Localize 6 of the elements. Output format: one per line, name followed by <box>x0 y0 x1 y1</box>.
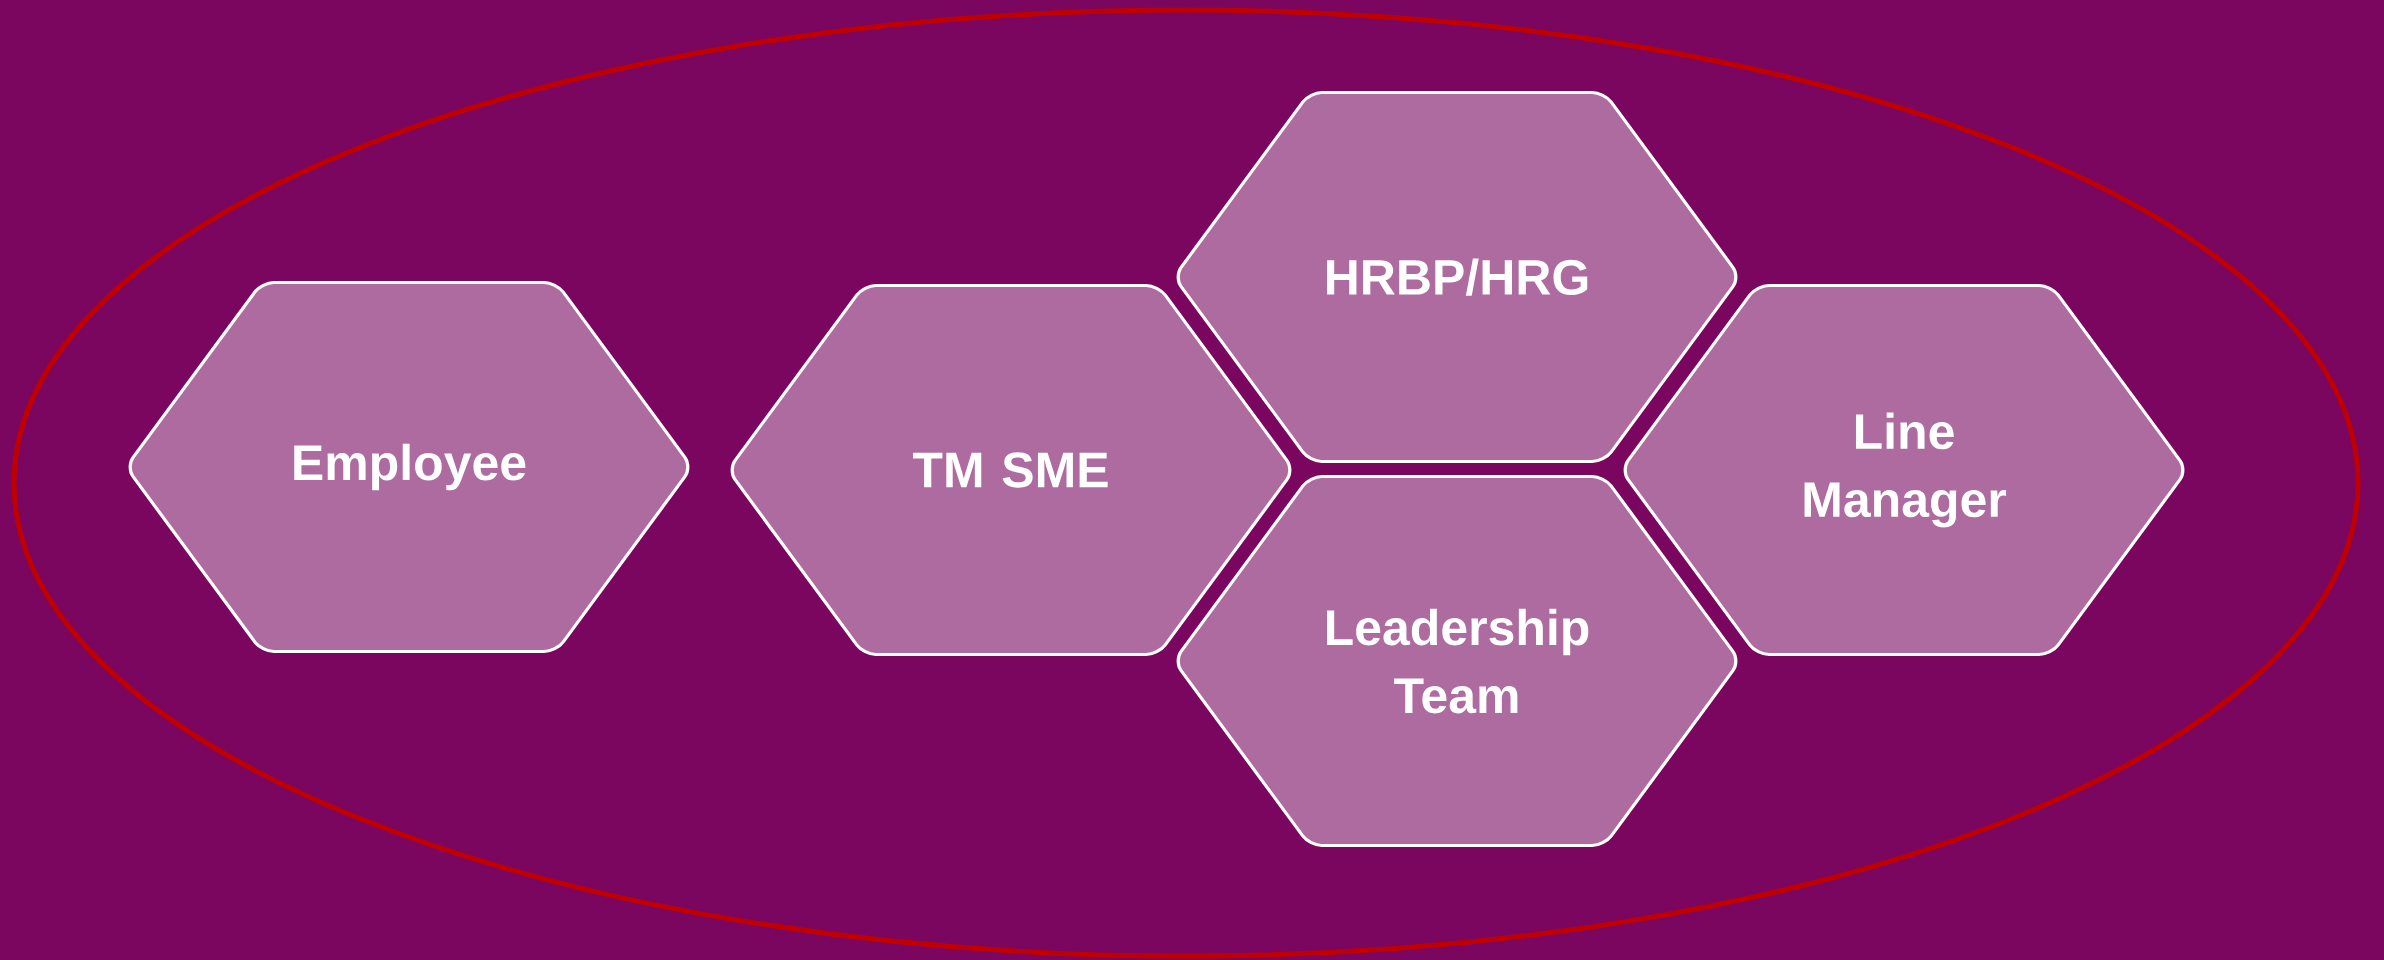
hexagon: TM SME <box>730 283 1292 657</box>
hexagon: Leadership Team <box>1176 474 1738 848</box>
hexagon: HRBP/HRG <box>1176 90 1738 464</box>
hexagon: Employee <box>128 280 690 654</box>
hexagon: Line Manager <box>1623 283 2185 657</box>
ellipse-outline <box>11 7 2361 959</box>
